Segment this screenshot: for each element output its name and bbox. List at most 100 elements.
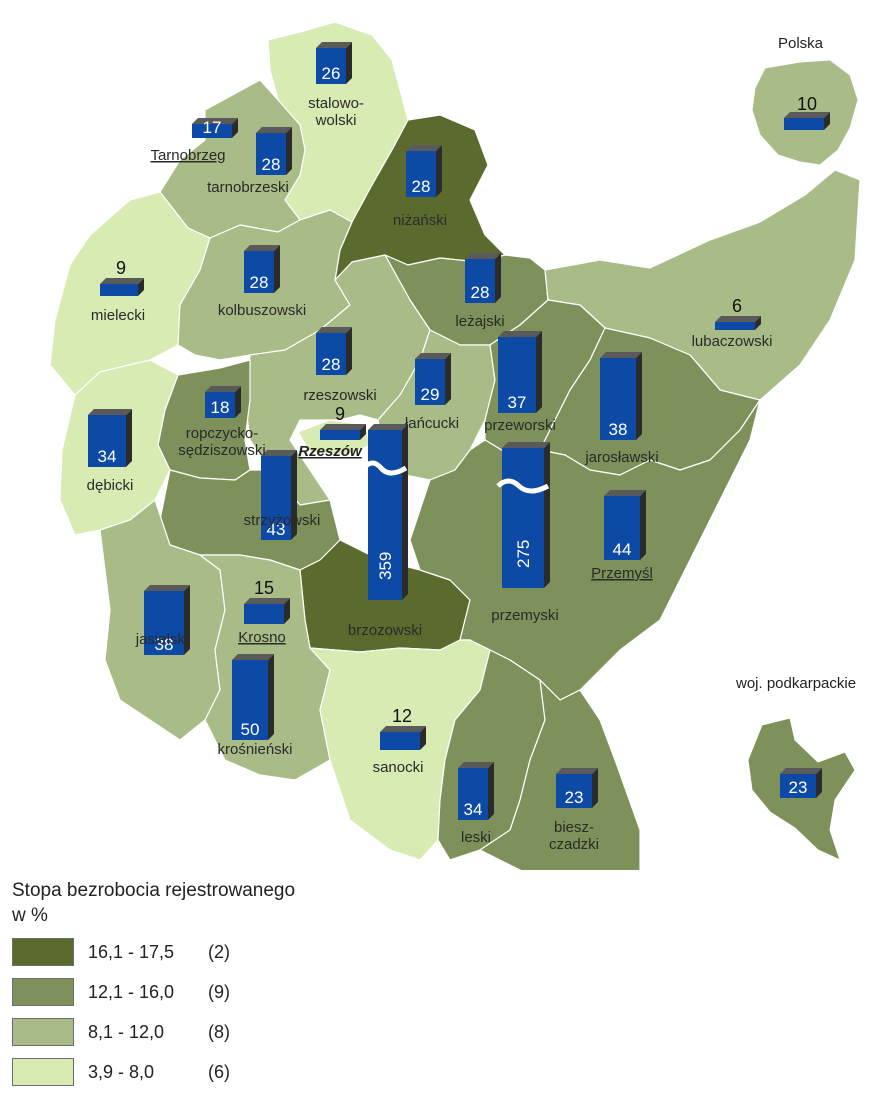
bar-front <box>380 732 420 750</box>
bar-value: 23 <box>789 778 808 797</box>
bar-sanocki: 12 <box>380 706 426 750</box>
city-bar-przemy-l: 44 <box>604 490 646 560</box>
bar-value: 10 <box>797 94 817 114</box>
bar-value: 28 <box>262 155 281 174</box>
bar-ni-a-ski: 28 <box>406 145 442 197</box>
bar-top <box>100 278 144 284</box>
legend-item-1: 16,1 - 17,5 (2) <box>12 936 372 968</box>
bar-strzy-owski: 43 <box>261 450 297 540</box>
legend-item-2: 12,1 - 16,0 (9) <box>12 976 372 1008</box>
bar-front <box>556 774 592 808</box>
district-label-strzy-owski: strzyżowski <box>244 512 321 529</box>
legend-range-4: 3,9 - 8,0 <box>88 1061 155 1082</box>
bar-top <box>415 353 451 359</box>
city-label-tarnobrzeg: Tarnobrzeg <box>150 147 225 164</box>
bar-front <box>244 604 284 624</box>
district-label-przeworski: przeworski <box>484 417 556 434</box>
bar-top <box>316 42 352 48</box>
legend-title: Stopa bezrobocia rejestrowanego w % <box>12 878 372 928</box>
legend-swatch-1 <box>12 938 74 966</box>
bar-top <box>556 768 598 774</box>
bar-value: 29 <box>421 385 440 404</box>
voivodeship-inset-title: woj. podkarpackie <box>735 675 856 692</box>
bar-side <box>274 245 280 293</box>
bar-kolbuszowski: 28 <box>244 245 280 293</box>
legend-swatch-2 <box>12 978 74 1006</box>
city-bar-rzesz-w: 9 <box>320 404 366 440</box>
bar-side <box>636 352 642 440</box>
bar-leski: 34 <box>458 762 494 820</box>
bar-top <box>316 327 352 333</box>
bar-value: 23 <box>565 788 584 807</box>
bar-jaros-awski: 38 <box>600 352 642 440</box>
district-label-d-bicki: dębicki <box>87 477 134 494</box>
bar-value: 9 <box>335 404 345 424</box>
bar-front <box>715 322 755 330</box>
bar-top <box>256 127 292 133</box>
district-label-ni-a-ski: niżański <box>393 212 447 229</box>
bar-top <box>192 118 238 124</box>
bar-rzeszowski: 28 <box>316 327 352 375</box>
city-label-krosno: Krosno <box>238 629 286 646</box>
poland-inset-title: Polska <box>778 35 824 52</box>
bar-side <box>640 490 646 560</box>
axis-break-mark <box>496 478 550 494</box>
bar-side <box>184 585 190 655</box>
bar-value: 26 <box>322 64 341 83</box>
district-label-sanocki: sanocki <box>373 759 424 776</box>
bar-front <box>415 359 445 405</box>
bar-value: 38 <box>609 420 628 439</box>
bar-side <box>284 598 290 624</box>
district-label-ropczycko-s-dziszowski: ropczycko-sędziszowski <box>178 425 266 459</box>
podkarpackie-map: Polska woj. podkarpackie 262828928286281… <box>49 21 861 870</box>
bar-value: 18 <box>211 398 230 417</box>
bar-front <box>232 660 268 740</box>
bar-stalowo-wolski: 26 <box>316 42 352 84</box>
voivodeship-inset-bar: 23 <box>780 768 822 798</box>
district-label-lubaczowski: lubaczowski <box>692 333 773 350</box>
bar-jasielski: 38 <box>144 585 190 655</box>
bar-value: 15 <box>254 578 274 598</box>
bar-side <box>291 450 297 540</box>
bar-value: 34 <box>464 800 483 819</box>
bar-mielecki: 9 <box>100 258 144 296</box>
legend-item-3: 8,1 - 12,0 (8) <box>12 1016 372 1048</box>
bar-przemyski: 275 <box>496 442 550 588</box>
bar-side <box>420 726 426 750</box>
bar-front <box>465 259 495 303</box>
city-label-rzesz-w: Rzeszów <box>298 443 363 460</box>
bar-value: 28 <box>250 273 269 292</box>
bar-front <box>780 774 816 798</box>
bar-top <box>458 762 494 768</box>
bar-value: 38 <box>155 635 174 654</box>
bar-side <box>346 42 352 84</box>
bar-top <box>261 450 297 456</box>
bar-ropczycko-s-dziszowski: 18 <box>205 386 241 418</box>
poland-inset-bar: 10 <box>784 94 830 130</box>
bar-side <box>235 386 241 418</box>
bar-value: 17 <box>203 118 222 137</box>
bar-value: 43 <box>267 520 286 539</box>
legend-count-2: (9) <box>208 981 230 1002</box>
bar-front <box>88 415 126 467</box>
legend-range-2: 12,1 - 16,0 <box>88 981 175 1002</box>
district-label-biesz-czadzki: biesz-czadzki <box>549 819 599 853</box>
bar-front <box>502 448 544 588</box>
district-label-kro-nie-ski: krośnieński <box>217 741 292 758</box>
legend-swatch-4 <box>12 1058 74 1086</box>
bar-value: 34 <box>98 447 117 466</box>
bar-value: 44 <box>613 540 632 559</box>
bar-value: 28 <box>471 283 490 302</box>
bar-side <box>544 442 550 588</box>
bar-side <box>816 768 822 798</box>
bar-front <box>244 251 274 293</box>
bar-front <box>192 124 232 138</box>
bar-value: 275 <box>514 540 533 568</box>
district-label-le-ajski: leżajski <box>455 313 504 330</box>
bar-top <box>465 253 501 259</box>
bar-side <box>360 424 366 440</box>
bar-side <box>286 127 292 175</box>
bar-top <box>604 490 646 496</box>
bar-front <box>144 591 184 655</box>
bar-side <box>126 409 132 467</box>
